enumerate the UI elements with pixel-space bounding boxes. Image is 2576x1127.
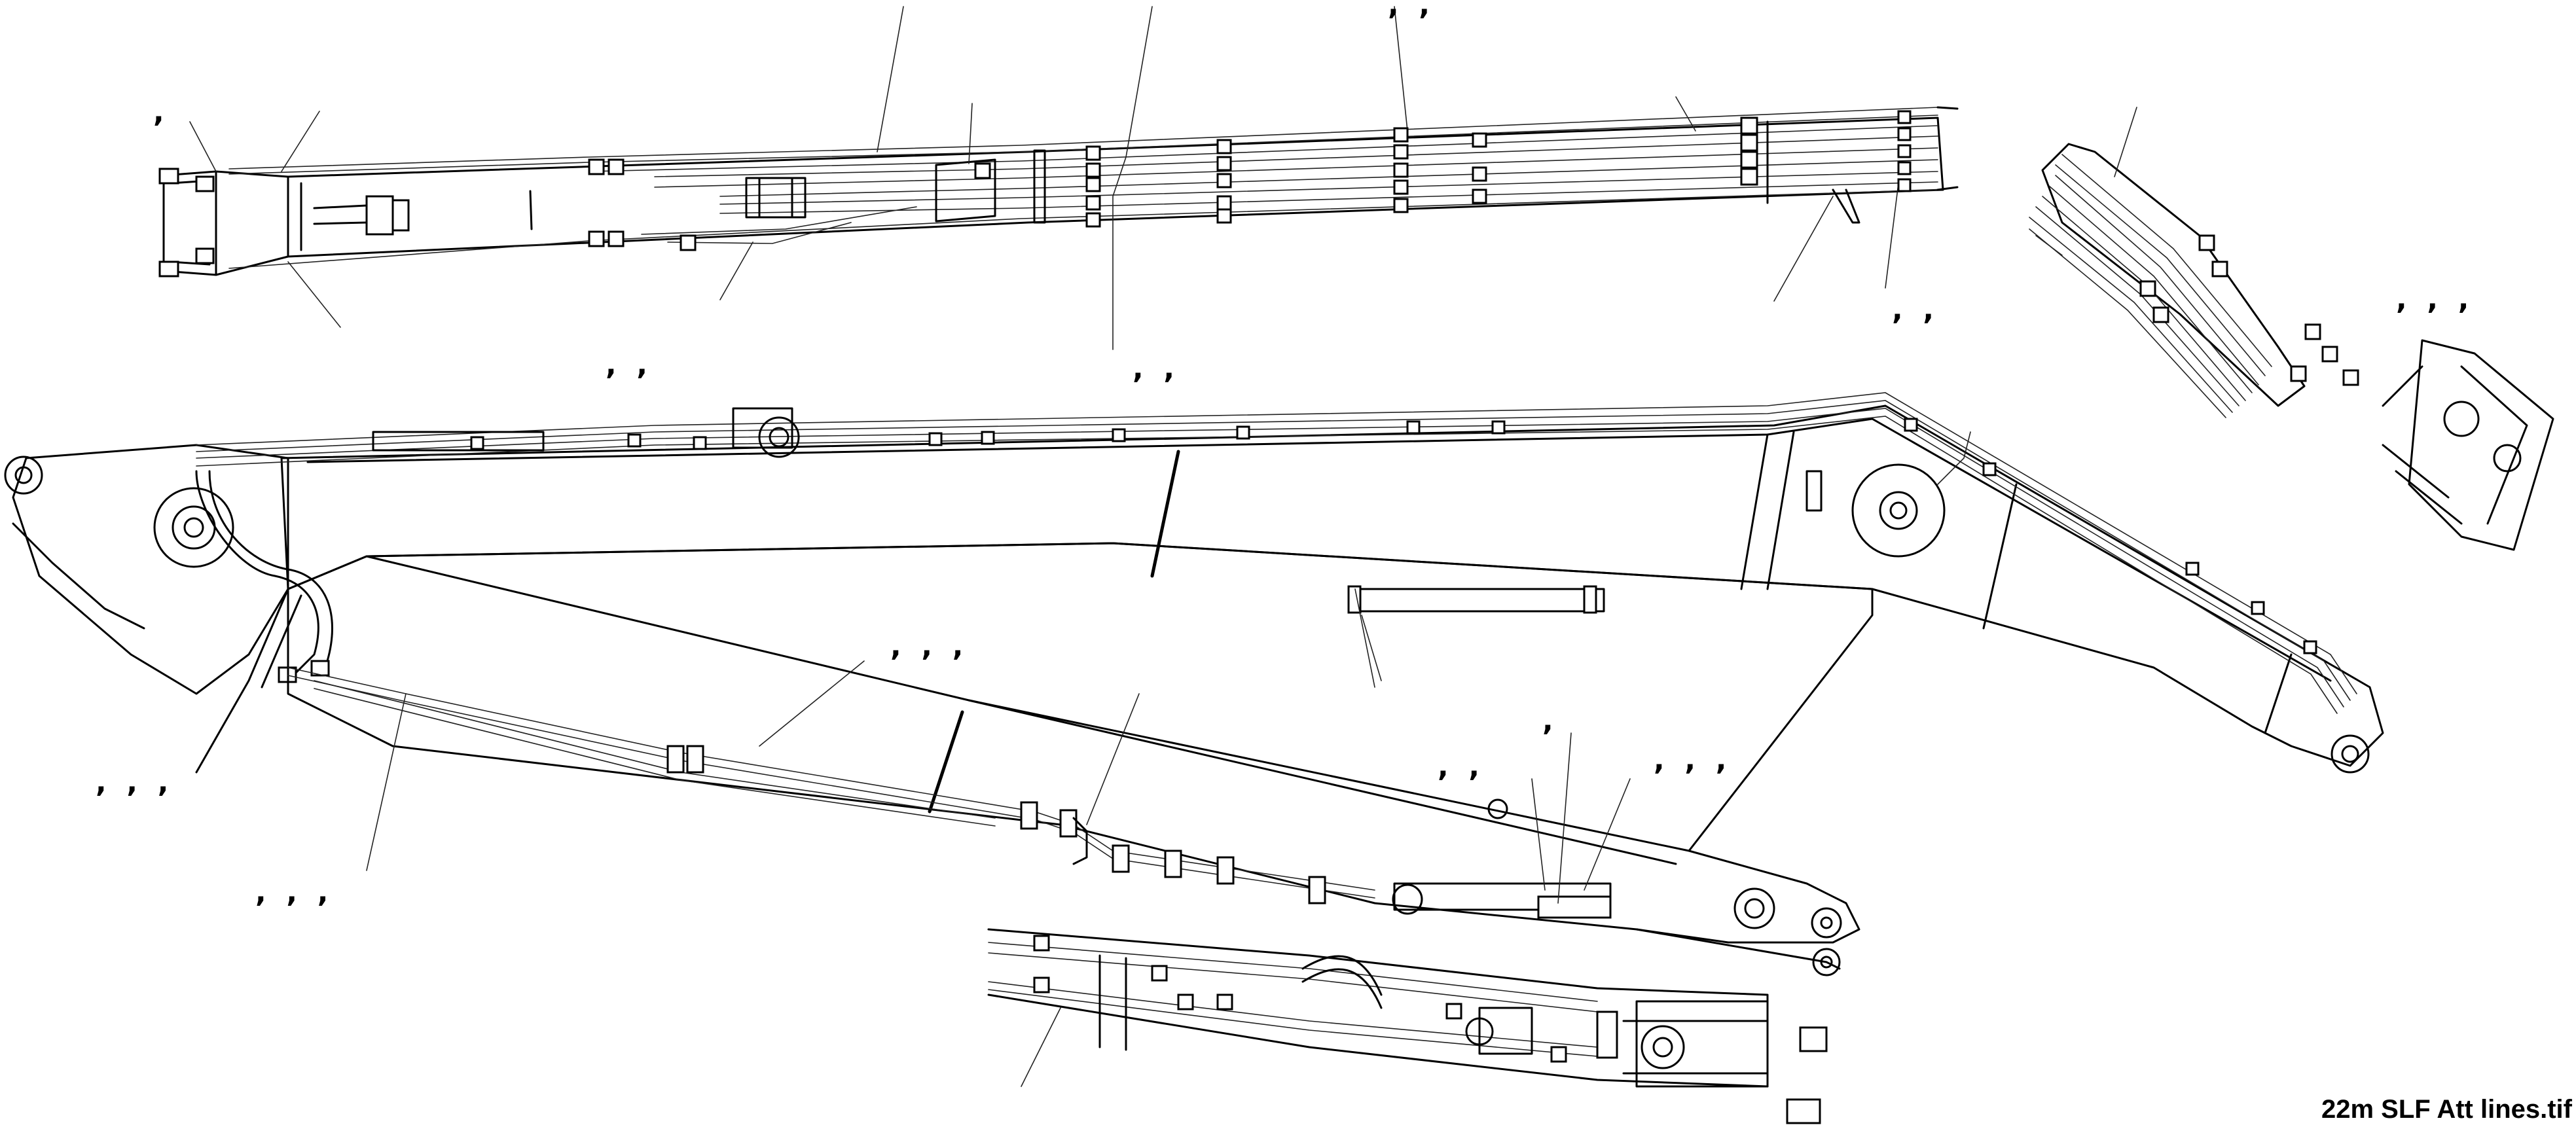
arm-side-view [287,542,1874,976]
callout-mark: , , , [2396,283,2469,316]
callout-mark: , , , [96,766,169,799]
side-boom-clamps [470,418,2317,654]
callout-mark: , , , [255,876,329,909]
callout-mark: , [1542,704,1553,738]
main-boom-side-view [4,392,2384,774]
callout-mark: , , [1892,293,1934,327]
filename-label: 22m SLF Att lines.tif [2321,1095,2572,1124]
callout-mark: , , [1388,0,1430,22]
boom-top-view [158,6,1959,350]
callout-mark: , , [1133,352,1175,385]
arm-end-detail-view [2029,107,2554,551]
callout-mark: , , , [1654,743,1727,777]
arm-top-view [987,928,1828,1124]
callout-mark: , , [606,348,648,382]
callout-mark: , [153,96,164,129]
callout-mark: , , , [890,630,964,663]
boom-line-clamps [588,110,1912,251]
callout-mark: , , [1438,750,1480,783]
